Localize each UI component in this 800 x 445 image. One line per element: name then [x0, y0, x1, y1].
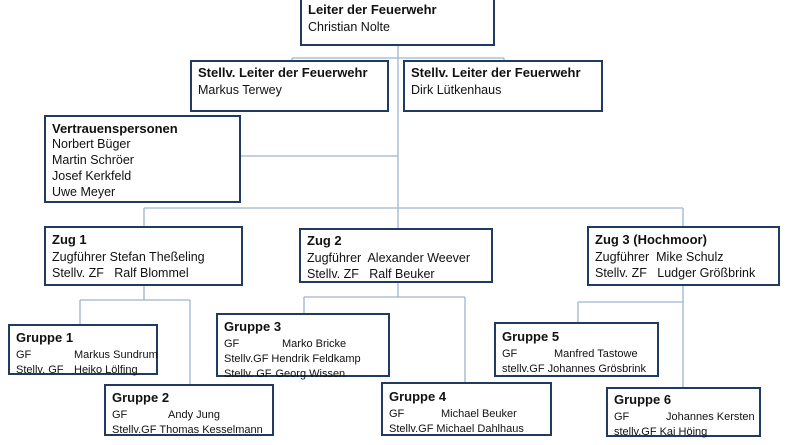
box-zug-1: Zug 1 Zugführer Stefan Theßeling Stellv.… [44, 226, 243, 286]
member-name: Manfred Tastowe [554, 347, 638, 360]
stellv2-name: Dirk Lütkenhaus [411, 82, 502, 97]
stellv2-title: Stellv. Leiter der Feuerwehr [411, 65, 581, 80]
zug1-stellv: Stellv. ZF Ralf Blommel [52, 266, 189, 281]
vertrauen-name: Norbert Büger [52, 137, 131, 152]
vertrauen-name: Uwe Meyer [52, 184, 116, 199]
member-name: Marko Bricke [282, 337, 347, 350]
gruppe5-row: GF Manfred Tastowe [502, 347, 651, 362]
zug2-stellv: Stellv. ZF Ralf Beuker [307, 267, 435, 282]
box-zug-3: Zug 3 (Hochmoor) Zugführer Mike Schulz S… [587, 226, 780, 286]
vertrauen-title: Vertrauenspersonen [52, 121, 178, 136]
box-gruppe-1: Gruppe 1 GF Markus Sundrum Stellv. GF Heik… [8, 324, 158, 378]
role-label: Stellv. GF [224, 367, 272, 380]
gruppe2-row: GF Andy Jung [112, 408, 266, 423]
gruppe6-title: Gruppe 6 [614, 392, 672, 407]
box-leiter: Leiter der Feuerwehr Christian Nolte [300, 0, 495, 46]
member-name: Heiko Lölfing [74, 363, 138, 376]
gruppe4-title: Gruppe 4 [389, 389, 447, 404]
gruppe1-row: GF Markus Sundrum [16, 348, 158, 363]
box-vertrauenspersonen: Vertrauenspersonen Norbert Büger Martin … [44, 115, 241, 203]
zug3-zugfuehrer: Zugführer Mike Schulz [595, 249, 724, 264]
gruppe1-title: Gruppe 1 [16, 330, 74, 345]
leiter-title: Leiter der Feuerwehr [308, 2, 437, 17]
role-label: Stellv.GF [224, 352, 269, 365]
gruppe4-row: GF Michael Beuker [389, 407, 544, 422]
member-name: Markus Sundrum [74, 348, 158, 361]
stellv1-name: Markus Terwey [198, 82, 282, 97]
gruppe3-title: Gruppe 3 [224, 319, 282, 334]
zug2-title: Zug 2 [307, 233, 342, 248]
role-label: Stellv.GF [389, 422, 434, 435]
zug2-zugfuehrer: Zugführer Alexander Weever [307, 250, 471, 265]
zug1-zugfuehrer: Zugführer Stefan Theßeling [52, 249, 205, 264]
zug1-title: Zug 1 [52, 232, 87, 247]
gruppe3-row: GF Marko Bricke [224, 337, 382, 352]
member-name: Michael Beuker [441, 407, 517, 420]
gruppe6-row: GF Johannes Kersten [614, 410, 755, 425]
role-label: GF [224, 337, 240, 350]
box-stellv-1: Stellv. Leiter der Feuerwehr Markus Terw… [190, 60, 389, 112]
zug3-title: Zug 3 (Hochmoor) [595, 232, 707, 247]
member-name: Thomas Kesselmann [159, 423, 263, 436]
leiter-name: Christian Nolte [308, 19, 390, 34]
role-label: Stellv.GF [112, 423, 157, 436]
role-label: GF [502, 347, 518, 360]
member-name: Johannes Grösbrink [547, 362, 647, 375]
gruppe1-row: Stellv. GF Heiko Lölfing [16, 363, 150, 378]
member-name: Michael Dahlhaus [436, 422, 524, 435]
role-label: Stellv. GF [16, 363, 64, 376]
role-label: stellv.GF [614, 425, 657, 438]
vertrauen-name: Martin Schröer [52, 153, 134, 168]
member-name: Georg Wissen [275, 367, 346, 380]
member-name: Hendrik Feldkamp [271, 352, 361, 365]
gruppe5-title: Gruppe 5 [502, 329, 560, 344]
role-label: GF [389, 407, 405, 420]
member-name: Johannes Kersten [666, 410, 755, 423]
role-label: GF [16, 348, 32, 361]
role-label: GF [112, 408, 128, 421]
role-label: GF [614, 410, 630, 423]
stellv1-title: Stellv. Leiter der Feuerwehr [198, 65, 368, 80]
role-label: stellv.GF [502, 362, 545, 375]
vertrauen-name: Josef Kerkfeld [52, 168, 132, 183]
box-stellv-2: Stellv. Leiter der Feuerwehr Dirk Lütken… [403, 60, 603, 112]
box-zug-2: Zug 2 Zugführer Alexander Weever Stellv.… [299, 228, 493, 283]
member-name: Andy Jung [168, 408, 220, 421]
gruppe2-title: Gruppe 2 [112, 390, 170, 405]
zug3-stellv: Stellv. ZF Ludger Größbrink [595, 266, 756, 281]
member-name: Kai Höing [659, 425, 708, 438]
